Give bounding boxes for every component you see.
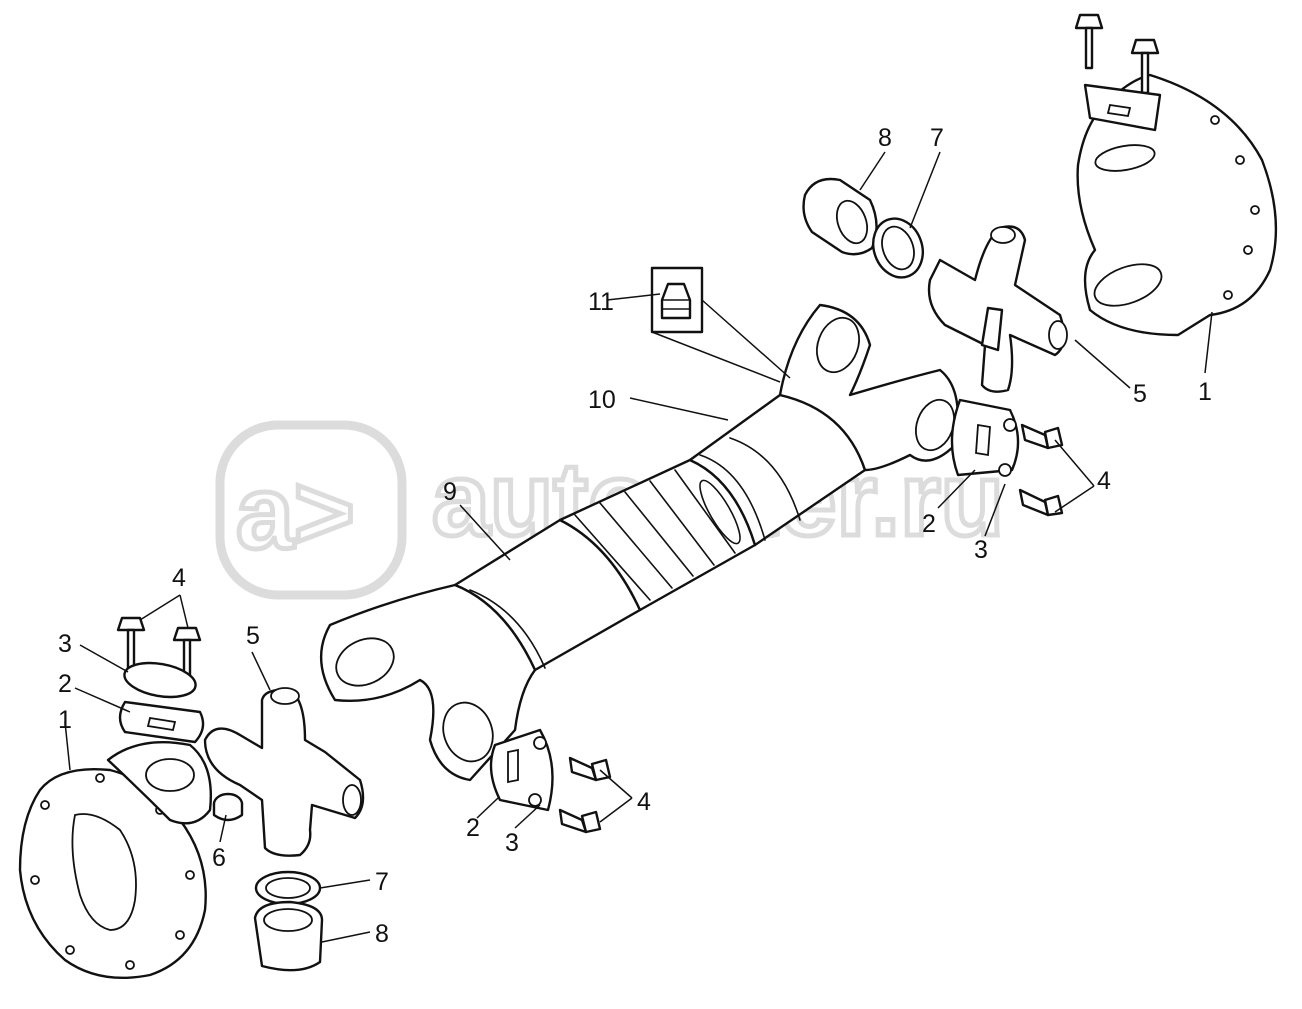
callout-7-left: 7 <box>375 868 389 896</box>
watermark-logo: a> <box>236 455 355 571</box>
callout-5-right: 5 <box>1133 380 1147 408</box>
bearing-cup-8-left <box>253 900 324 972</box>
plug-6 <box>212 792 244 822</box>
callout-3-right: 3 <box>974 536 988 564</box>
callout-1-right: 1 <box>1198 378 1212 406</box>
shaft-assembly <box>320 303 960 782</box>
callout-4-right: 4 <box>1097 467 1111 495</box>
callout-9: 9 <box>443 478 457 506</box>
cover-plate-2-left <box>118 700 205 744</box>
callout-11: 11 <box>588 288 614 316</box>
bearing-cup-8-right <box>802 177 878 256</box>
universal-joint-cross-5-left <box>203 687 365 857</box>
callout-4-left: 4 <box>172 564 186 592</box>
seal-ring-7-left <box>254 870 322 906</box>
callout-2-left: 2 <box>58 670 72 698</box>
leader-lines <box>64 151 1213 943</box>
callout-1-left: 1 <box>58 706 72 734</box>
seal-ring-7-right <box>872 217 924 279</box>
callout-7-right: 7 <box>930 124 944 152</box>
bolts-top-left <box>116 616 202 699</box>
front-yoke-bore-2 <box>442 701 494 763</box>
flange-yoke-1-left <box>18 740 212 980</box>
callout-4-center: 4 <box>637 788 651 816</box>
cover-plate-2-center <box>489 728 554 812</box>
watermark-logo-frame <box>215 420 407 600</box>
callout-labels: 1 1 2 2 2 3 3 3 4 4 4 5 5 6 7 7 8 8 9 10… <box>58 124 1212 948</box>
callout-6: 6 <box>212 844 226 872</box>
universal-joint-cross-5-right <box>927 225 1068 393</box>
callout-5-left: 5 <box>246 622 260 650</box>
callout-8-left: 8 <box>375 920 389 948</box>
callout-3-left: 3 <box>58 630 72 658</box>
callout-2-center: 2 <box>466 814 480 842</box>
cover-plate-2-right <box>950 398 1020 477</box>
right-components <box>802 13 1278 517</box>
grease-fitting-11 <box>650 266 791 383</box>
flange-yoke-1-right <box>1076 73 1278 337</box>
bolts-right <box>1018 423 1064 517</box>
callout-8-right: 8 <box>878 124 892 152</box>
rear-yoke-bore <box>816 316 860 374</box>
callout-10: 10 <box>588 386 616 414</box>
callout-2-right: 2 <box>922 510 936 538</box>
bolts-top-right <box>1074 13 1162 132</box>
left-components <box>18 616 612 980</box>
front-yoke-bore <box>335 637 395 687</box>
callout-3-center: 3 <box>505 829 519 857</box>
